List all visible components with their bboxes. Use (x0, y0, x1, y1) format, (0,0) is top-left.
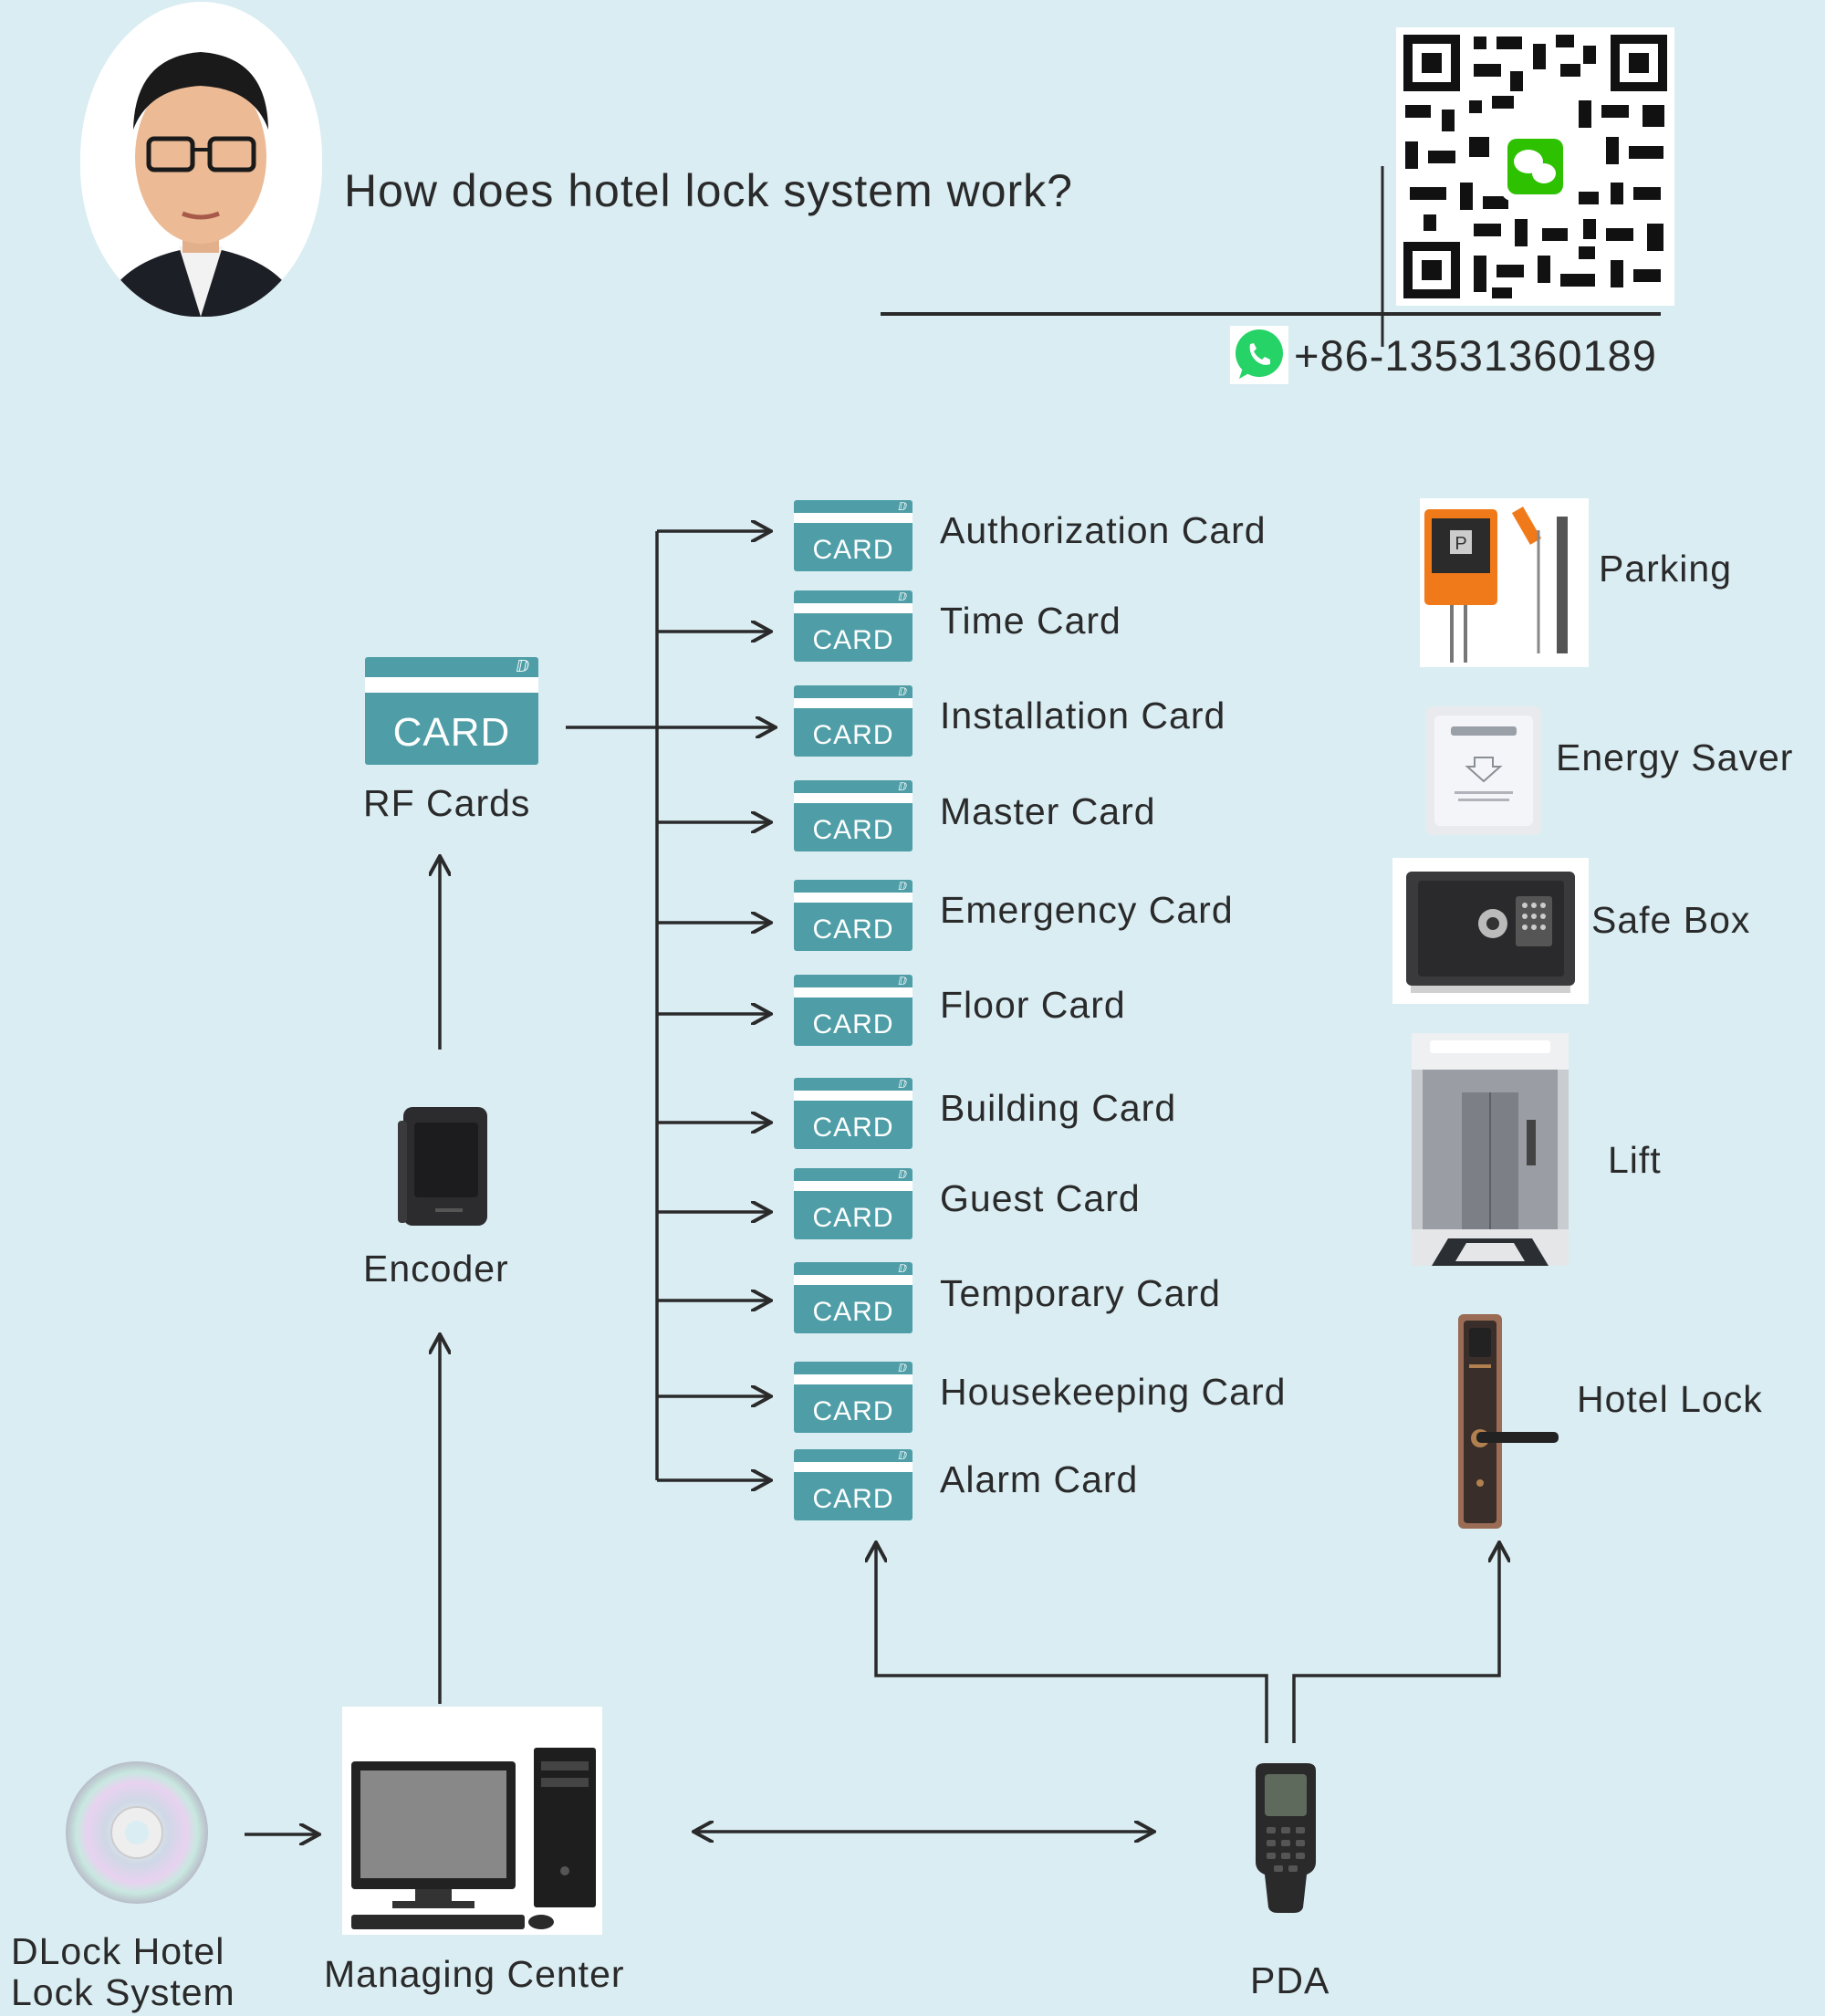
pda-label: PDA (1250, 1959, 1330, 2001)
safe-box-icon (1406, 872, 1575, 993)
encoder-label: Encoder (363, 1248, 509, 1290)
software-cd (64, 1760, 210, 1906)
device-label-safe-box: Safe Box (1591, 899, 1751, 941)
software-label-line2: Lock System (11, 1971, 235, 2013)
card-icon-text: CARD (812, 535, 894, 565)
rf-card-text: CARD (392, 710, 511, 755)
card-label: Housekeeping Card (940, 1371, 1287, 1413)
page-title: How does hotel lock system work? (344, 165, 1073, 216)
phone-number[interactable]: +86-13531360189 (1294, 331, 1657, 380)
presenter-avatar-icon (80, 2, 322, 317)
card-icon-text: CARD (812, 914, 894, 945)
card-label: Temporary Card (940, 1272, 1221, 1314)
card-icon-text: CARD (812, 1112, 894, 1143)
safe-box-device (1392, 858, 1589, 1004)
device-label-parking: Parking (1599, 548, 1733, 590)
card-branch-arrows (657, 531, 771, 1480)
managing-center-label: Managing Center (324, 1953, 625, 1995)
lift-icon (1412, 1033, 1569, 1266)
computer-icon (351, 1748, 596, 1929)
card-label: Alarm Card (940, 1458, 1139, 1500)
presenter-photo (80, 2, 322, 317)
pda-icon (1256, 1763, 1316, 1913)
card-icon-text: CARD (812, 1297, 894, 1327)
device-label-hotel-lock: Hotel Lock (1577, 1378, 1763, 1420)
energy-saver-device (1424, 705, 1544, 837)
software-label-line1: DLock Hotel (11, 1930, 225, 1972)
card-label: Floor Card (940, 984, 1126, 1026)
card-label: Building Card (940, 1087, 1177, 1129)
card-icon-text: CARD (812, 1396, 894, 1426)
card-label: Time Card (940, 600, 1121, 642)
wechat-qr-code[interactable] (1396, 27, 1674, 306)
card-icon-text: CARD (812, 720, 894, 750)
card-icon-text: CARD (812, 1009, 894, 1039)
device-label-lift: Lift (1608, 1139, 1662, 1181)
pda-to-cards-arrow (876, 1542, 1268, 1743)
managing-center-computer (342, 1707, 602, 1935)
rf-cards-label: RF Cards (363, 782, 531, 824)
rf-card-icon: ⅅ CARD (365, 657, 538, 765)
card-icon-text: CARD (812, 815, 894, 845)
parking-device: P (1420, 498, 1589, 667)
hotel-lock-icon (1458, 1314, 1559, 1529)
hotel-lock-device (1451, 1310, 1560, 1533)
pda-device (1248, 1761, 1323, 1915)
whatsapp-icon (1230, 326, 1288, 384)
encoder-device (394, 1102, 495, 1230)
encoder-icon (398, 1107, 487, 1226)
card-icon-text: CARD (812, 1203, 894, 1233)
card-label: Master Card (940, 790, 1156, 832)
energy-saver-icon (1425, 706, 1542, 835)
card-label: Authorization Card (940, 509, 1267, 551)
parking-barrier-icon: P (1424, 507, 1568, 663)
qr-code-icon (1396, 27, 1674, 306)
card-label: Emergency Card (940, 889, 1234, 931)
svg-text:P: P (1455, 534, 1466, 554)
lift-device (1412, 1033, 1569, 1266)
card-label: Installation Card (940, 695, 1226, 736)
pda-to-lock-arrow (1292, 1542, 1499, 1743)
card-label: Guest Card (940, 1177, 1141, 1219)
cd-disc-icon (66, 1761, 208, 1904)
device-label-energy-saver: Energy Saver (1556, 736, 1794, 778)
card-icon-text: CARD (812, 1484, 894, 1514)
card-icon-text: CARD (812, 625, 894, 655)
